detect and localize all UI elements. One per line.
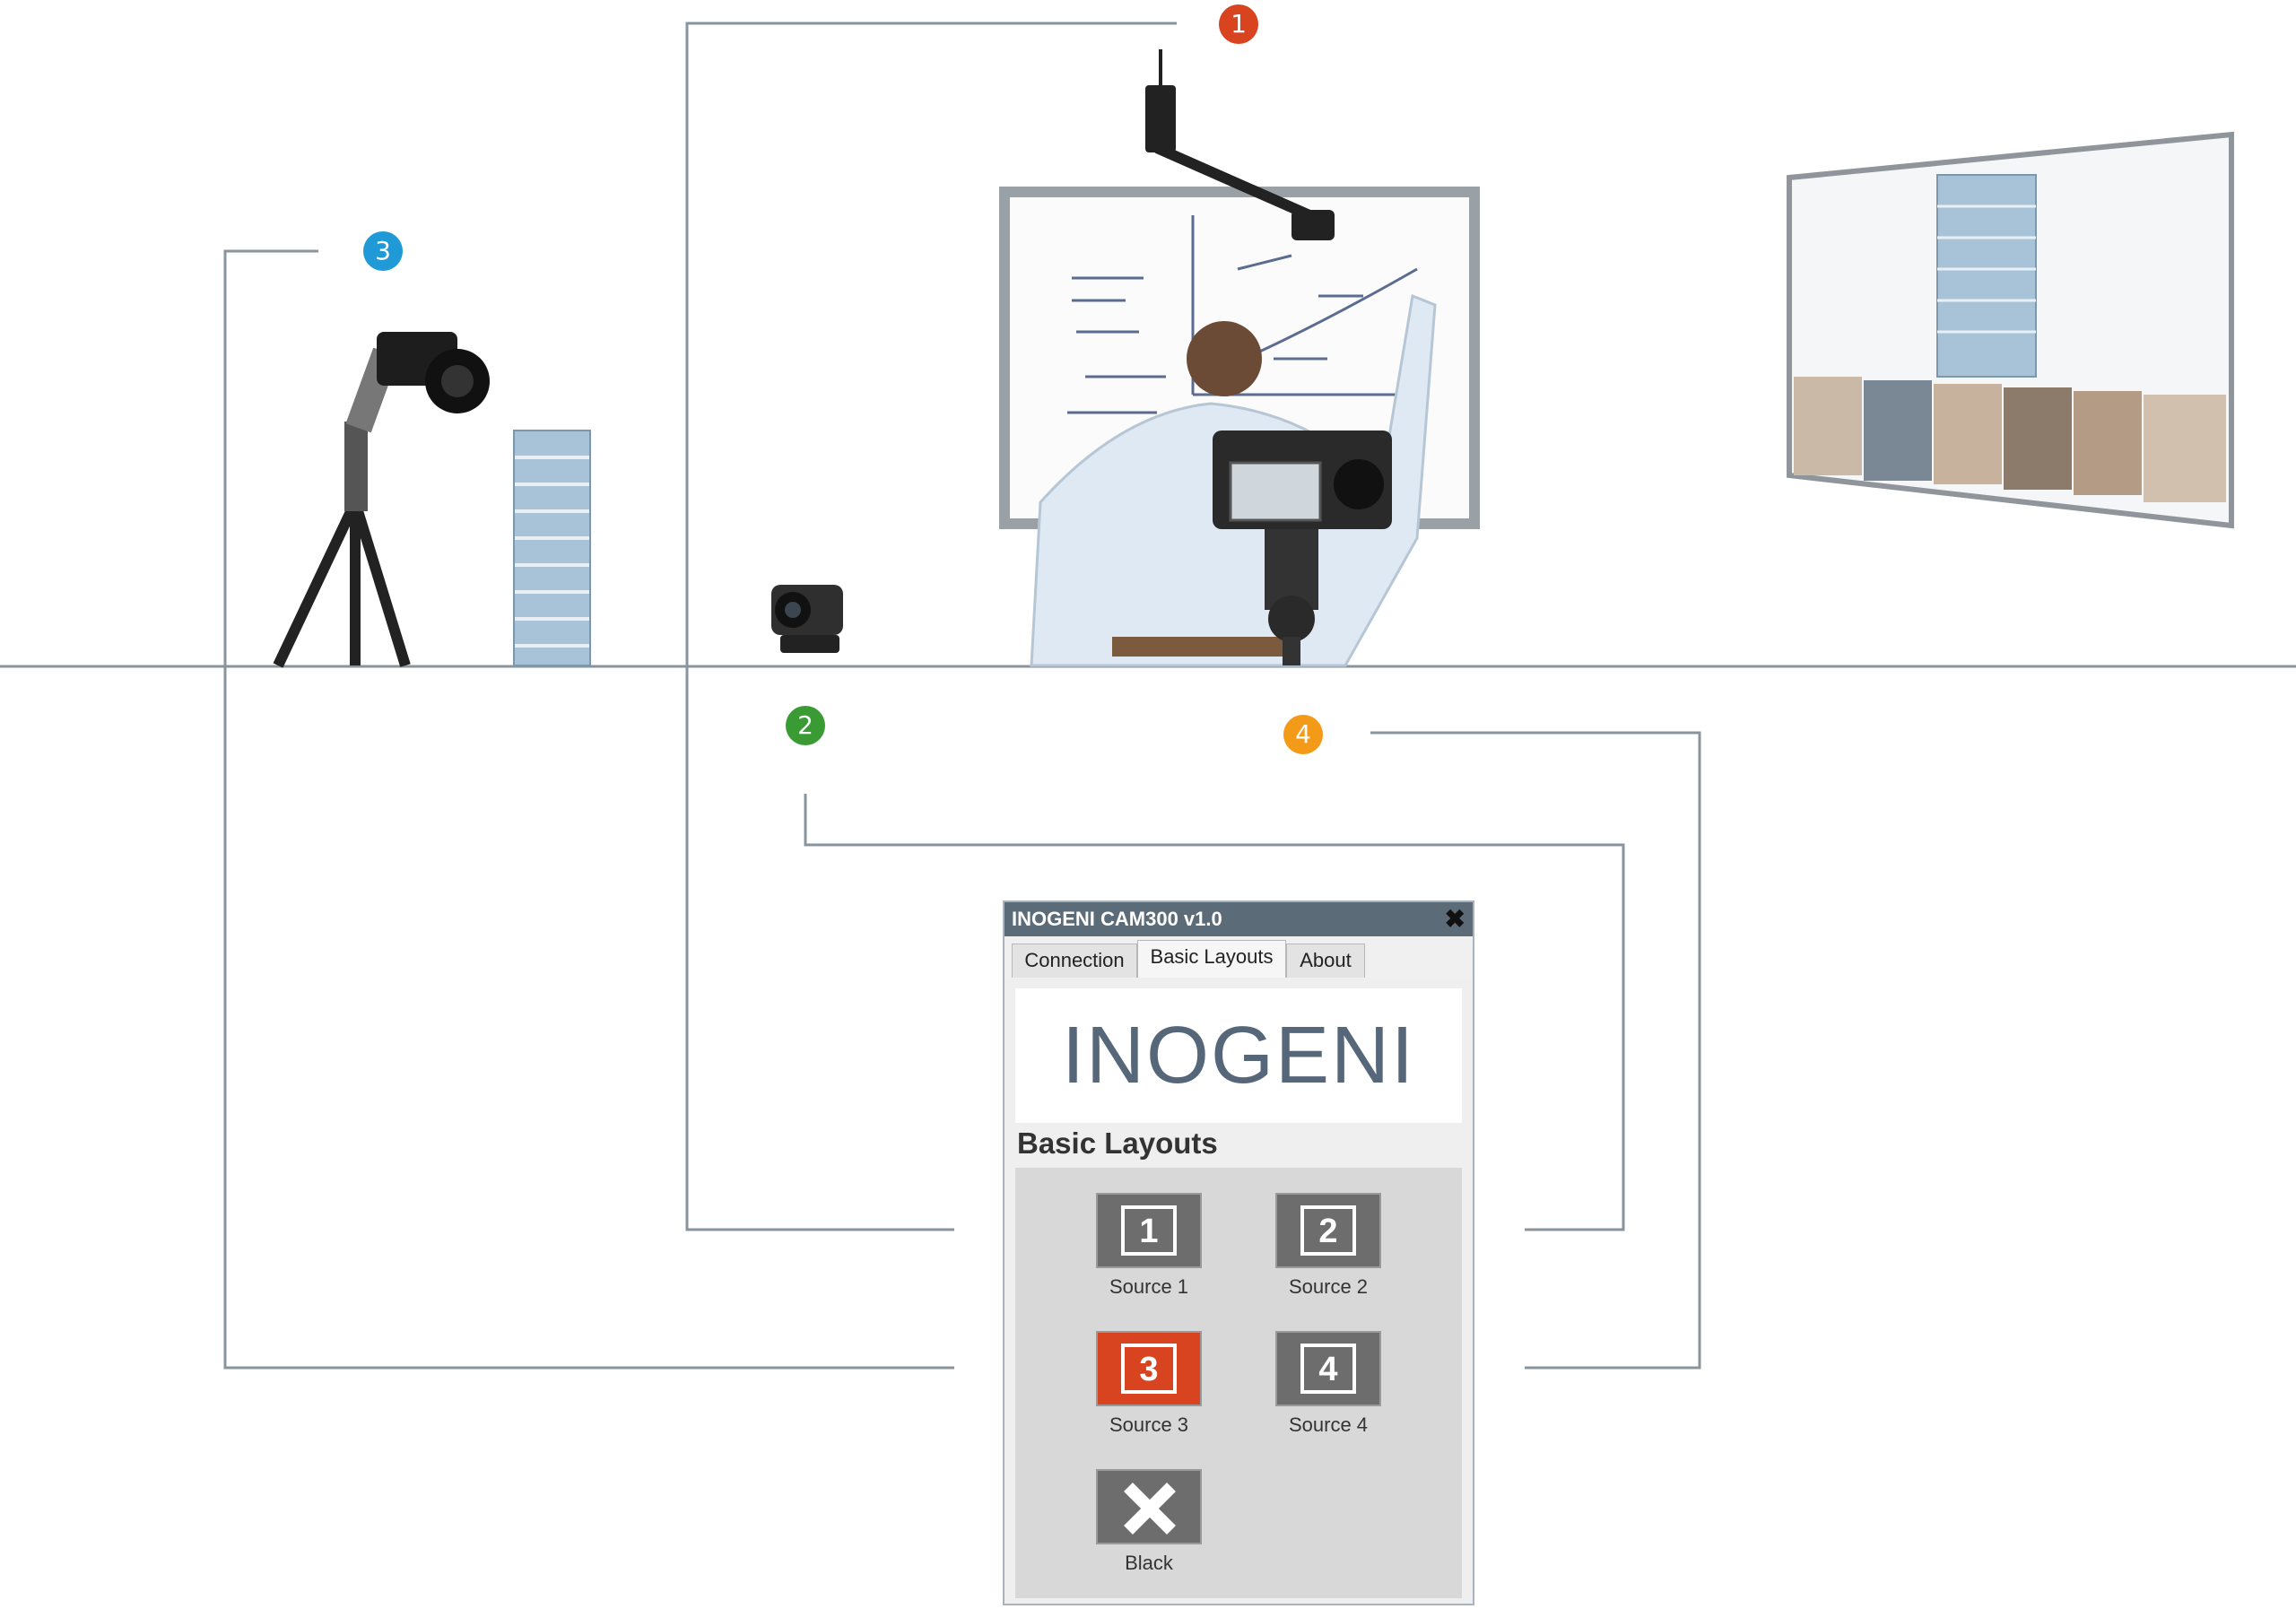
connector-source-1 [685,22,1177,1231]
layout-button-grid: 1 Source 1 2 Source 2 3 Source 3 4 Sourc… [1015,1168,1462,1598]
tab-bar: Connection Basic Layouts About [1004,936,1473,978]
basic-layouts-panel: INOGENI Basic Layouts 1 Source 1 2 Sourc… [1004,978,1473,1604]
source-4-number: 4 [1300,1344,1356,1394]
section-title: Basic Layouts [1017,1126,1218,1160]
whiteboard-scene [999,49,1480,667]
badge-source-3: 3 [363,231,403,271]
connector-source-3 [223,249,954,1370]
tab-connection[interactable]: Connection [1012,944,1137,978]
usb-webcam [771,585,843,653]
source-1-number: 1 [1121,1205,1177,1256]
inogeni-logo: INOGENI [1061,1010,1416,1100]
source-1-button[interactable]: 1 [1096,1193,1202,1268]
participant-thumbnails [1794,377,2226,502]
source-4-label: Source 4 [1288,1413,1369,1436]
black-button[interactable] [1096,1469,1202,1544]
black-label: Black [1125,1552,1173,1574]
window-titlebar[interactable]: INOGENI CAM300 v1.0 ✖ [1004,902,1473,936]
connector-source-2 [804,794,1625,1231]
dslr-tripod-camera [273,332,490,668]
source-1-label: Source 1 [1109,1275,1189,1298]
window-title: INOGENI CAM300 v1.0 [1012,908,1222,930]
source-2-number: 2 [1300,1205,1356,1256]
tab-basic-layouts[interactable]: Basic Layouts [1137,940,1286,978]
badge-source-1: 1 [1219,4,1258,44]
source-4-button[interactable]: 4 [1275,1331,1381,1406]
source-2-button[interactable]: 2 [1275,1193,1381,1268]
tab-about[interactable]: About [1286,944,1365,978]
building-model [513,430,591,666]
source-3-label: Source 3 [1109,1413,1189,1436]
black-x-icon [1124,1483,1176,1535]
cam300-app-window: INOGENI CAM300 v1.0 ✖ Connection Basic L… [1003,900,1474,1605]
badge-source-2: 2 [786,706,825,745]
source-3-number: 3 [1121,1344,1177,1394]
connector-source-4 [1370,731,1701,1370]
wall-display [1787,131,2234,529]
close-icon[interactable]: ✖ [1444,905,1465,933]
source-2-label: Source 2 [1288,1275,1369,1298]
badge-source-4: 4 [1283,715,1323,754]
source-3-button[interactable]: 3 [1096,1331,1202,1406]
logo-area: INOGENI [1015,988,1462,1123]
